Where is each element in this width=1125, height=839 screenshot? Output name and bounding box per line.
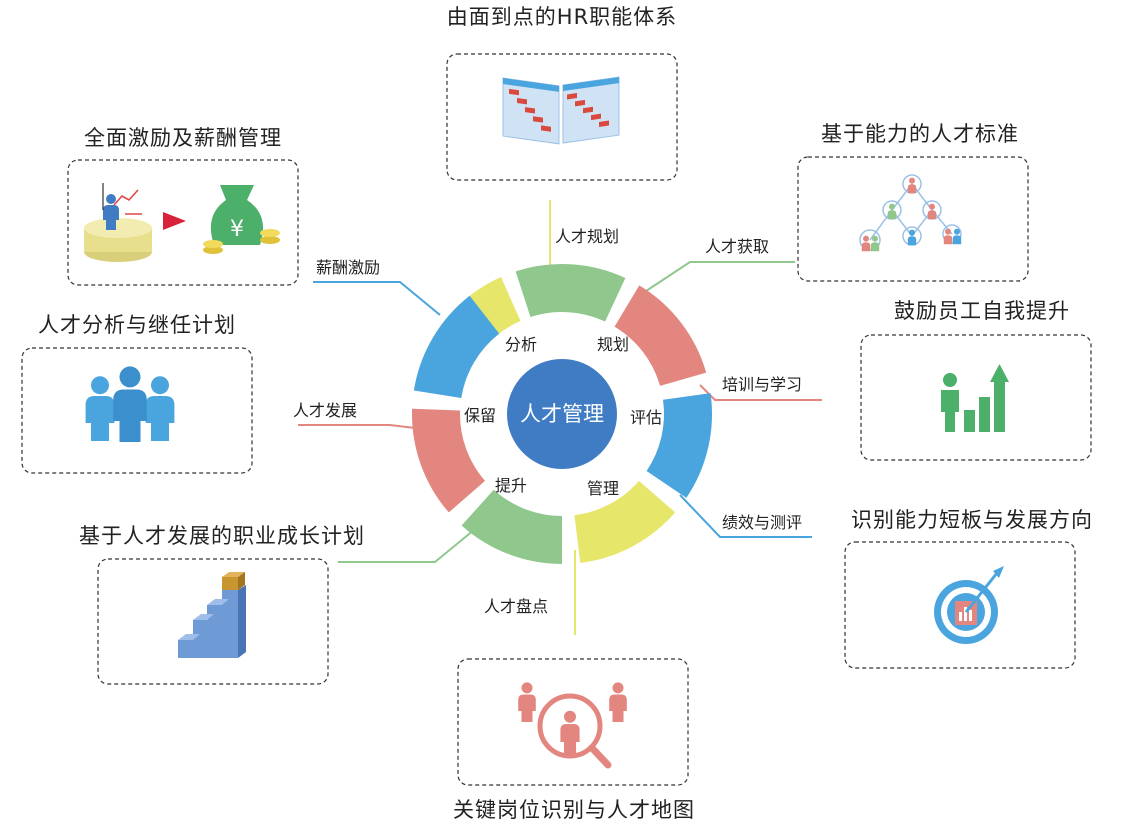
branch-label-talent-review: 人才盘点 — [484, 597, 548, 616]
box-title-identify-gaps: 识别能力短板与发展方向 — [851, 508, 1093, 532]
box-title-career-growth: 基于人才发展的职业成长计划 — [79, 524, 365, 548]
team-people-icon — [85, 366, 175, 442]
connector-performance — [679, 494, 812, 538]
inner-label-planning: 规划 — [597, 335, 629, 354]
branch-label-training: 培训与学习 — [722, 375, 802, 394]
target-dart-icon — [934, 566, 1004, 644]
box-frame-competency-standards — [797, 156, 1029, 282]
ring-segment-blue-left — [413, 295, 500, 399]
connector-talent-development — [298, 424, 416, 429]
box-title-succession-plan: 人才分析与继任计划 — [38, 313, 236, 337]
ring-segment-red-left — [412, 408, 486, 513]
box-frame-hr-function-system — [446, 53, 678, 181]
connector-lines — [298, 200, 822, 635]
box-identify-gaps: 识别能力短板与发展方向 — [844, 508, 1093, 669]
branch-label-talent-development: 人才发展 — [293, 401, 357, 420]
svg-text:¥: ¥ — [230, 217, 244, 242]
box-succession-plan: 人才分析与继任计划 — [21, 313, 253, 474]
stairs-icon — [178, 572, 246, 658]
inner-label-analysis: 分析 — [505, 335, 537, 354]
connector-compensation — [313, 281, 441, 316]
growth-bar-icon — [941, 364, 1009, 432]
connector-career-plan — [338, 524, 481, 563]
ring-segment-green-top — [515, 264, 626, 322]
box-career-growth: 基于人才发展的职业成长计划 — [79, 524, 365, 685]
connector-training — [699, 384, 822, 401]
ring-segment-yellow-bottom — [574, 480, 676, 563]
box-compensation-management: 全面激励及薪酬管理 ¥ — [67, 126, 299, 286]
box-title-compensation-management: 全面激励及薪酬管理 — [84, 126, 282, 150]
box-title-hr-function-system: 由面到点的HR职能体系 — [447, 5, 677, 29]
box-hr-function-system: 由面到点的HR职能体系 — [446, 5, 678, 181]
branch-label-compensation: 薪酬激励 — [316, 258, 380, 277]
box-talent-map: 关键岗位识别与人才地图 — [453, 658, 695, 822]
box-title-competency-standards: 基于能力的人才标准 — [821, 122, 1019, 146]
branch-label-talent-acquisition: 人才获取 — [705, 237, 769, 256]
inner-label-retention: 保留 — [464, 406, 496, 425]
center-circle — [507, 359, 617, 469]
ring-segment-red-right — [614, 285, 707, 386]
box-self-improvement: 鼓励员工自我提升 — [860, 299, 1092, 461]
branch-label-talent-planning: 人才规划 — [555, 227, 619, 246]
box-title-talent-map: 关键岗位识别与人才地图 — [453, 798, 695, 822]
ring-segment-blue-right — [646, 393, 712, 498]
ring — [412, 264, 712, 564]
branch-label-performance: 绩效与测评 — [722, 513, 802, 532]
money-bag-icon: ¥ — [84, 183, 280, 262]
connector-talent-acquisition — [639, 261, 795, 296]
box-frame-self-improvement — [860, 334, 1092, 461]
inner-label-management: 管理 — [587, 479, 619, 498]
box-title-self-improvement: 鼓励员工自我提升 — [894, 299, 1070, 323]
gantt-chart-icon — [502, 76, 620, 145]
magnifier-people-icon — [518, 682, 627, 769]
inner-label-evaluation: 评估 — [630, 408, 662, 427]
box-competency-standards: 基于能力的人才标准 — [797, 122, 1029, 282]
inner-label-improvement: 提升 — [495, 476, 527, 495]
ring-segment-green-bottom — [461, 489, 562, 564]
center-label: 人才管理 — [520, 402, 604, 426]
